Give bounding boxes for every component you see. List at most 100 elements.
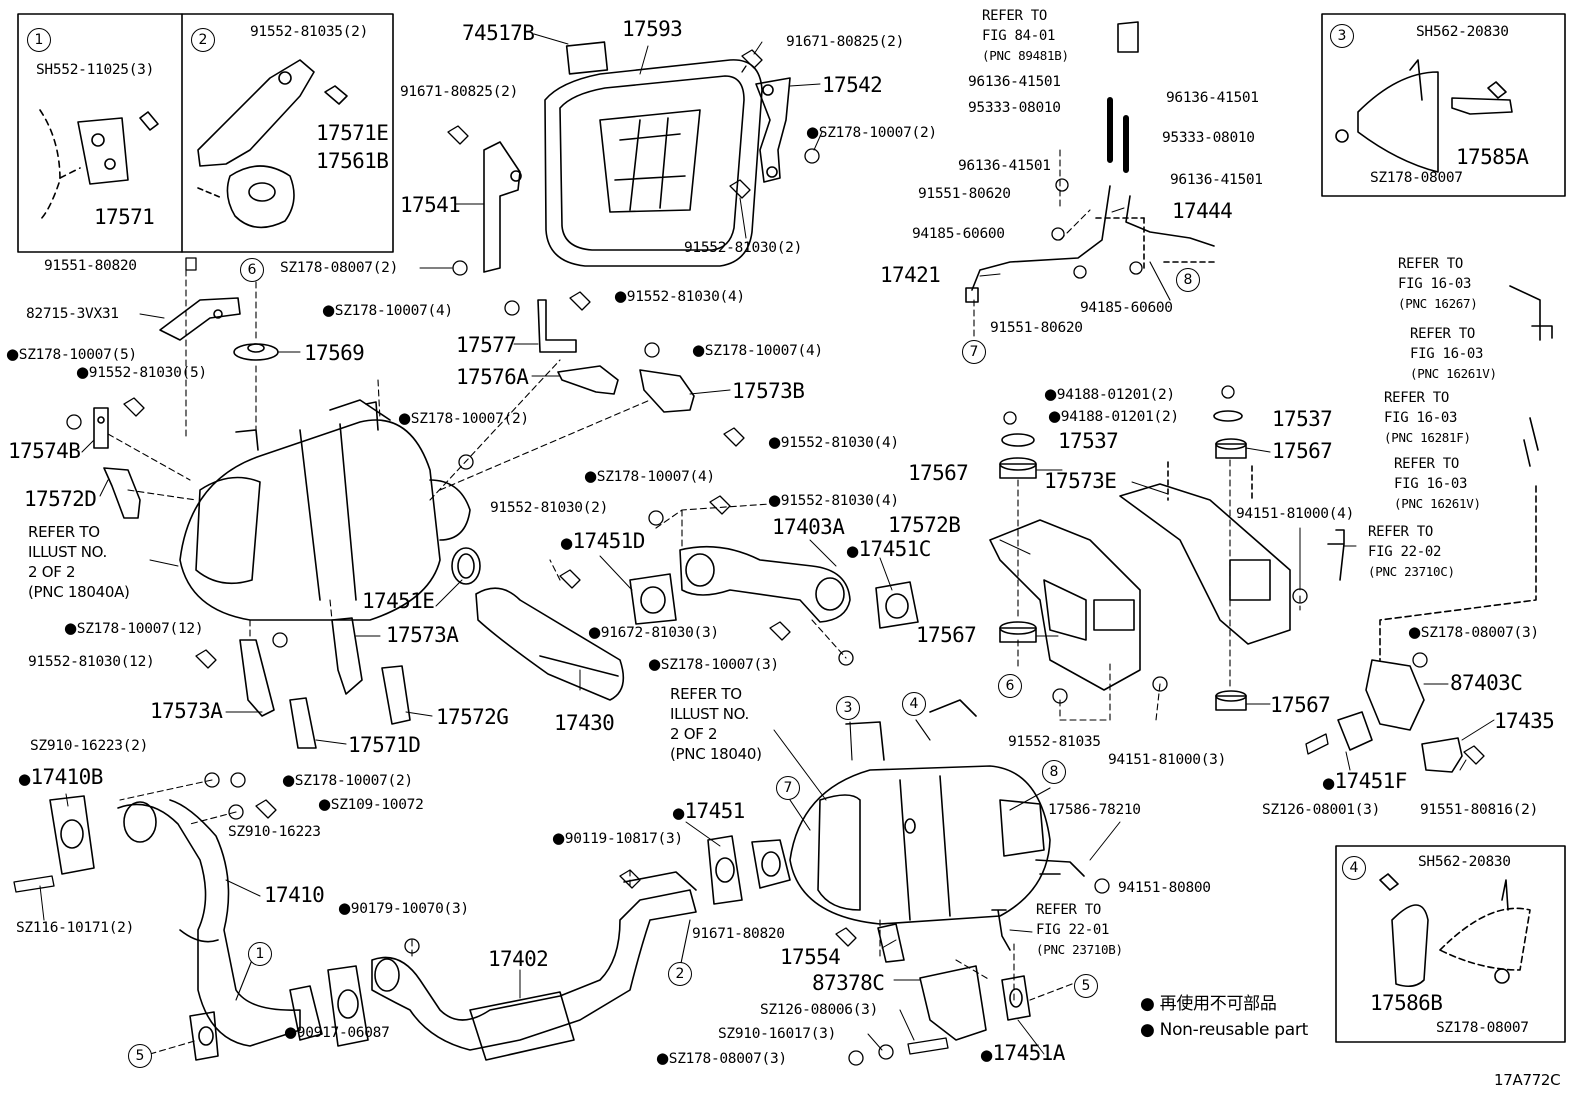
part-label[interactable]: 17573B: [732, 379, 805, 403]
part-label[interactable]: 95333-08010: [968, 100, 1061, 116]
part-label[interactable]: 94151-81000(3): [1108, 752, 1227, 768]
part-label[interactable]: 94188-01201(2): [1060, 409, 1179, 425]
part-label[interactable]: 17542: [822, 73, 883, 97]
part-label[interactable]: SZ178-10007(4): [596, 469, 715, 485]
part-label[interactable]: 17572B: [888, 513, 961, 537]
part-label[interactable]: SZ178-08007(2): [280, 260, 399, 276]
part-label[interactable]: 17554: [780, 945, 841, 969]
part-label[interactable]: SH562-20830: [1418, 854, 1511, 870]
part-label[interactable]: SZ910-16223(2): [30, 738, 149, 754]
part-label[interactable]: 17577: [456, 333, 517, 357]
part-label[interactable]: SZ910-16223: [228, 824, 321, 840]
part-label[interactable]: SZ910-16017(3): [718, 1026, 837, 1042]
part-label[interactable]: 91552-81035(2): [250, 24, 369, 40]
part-label[interactable]: 94151-80800: [1118, 880, 1211, 896]
part-label[interactable]: 17573A: [386, 623, 459, 647]
part-label[interactable]: 90917-06087: [296, 1025, 390, 1041]
part-label[interactable]: SZ178-08007(3): [668, 1051, 787, 1067]
part-label[interactable]: 17430: [554, 711, 615, 735]
part-label[interactable]: SZ178-10007(4): [334, 303, 453, 319]
part-label[interactable]: SZ126-08006(3): [760, 1002, 879, 1018]
part-label[interactable]: 17421: [880, 263, 941, 287]
part-label[interactable]: 91552-81035: [1008, 734, 1101, 750]
part-label[interactable]: 17586B: [1370, 991, 1443, 1015]
part-label[interactable]: 17444: [1172, 199, 1233, 223]
part-label[interactable]: 17537: [1272, 407, 1333, 431]
part-label[interactable]: 94188-01201(2): [1056, 387, 1175, 403]
part-label[interactable]: SZ178-10007(3): [660, 657, 779, 673]
part-label[interactable]: 91552-81030(4): [780, 493, 899, 509]
part-label[interactable]: 17593: [622, 17, 683, 41]
part-label[interactable]: 17451A: [992, 1041, 1066, 1065]
part-label[interactable]: 17571E: [316, 121, 389, 145]
part-label[interactable]: 96136-41501: [1166, 90, 1259, 106]
part-label[interactable]: 17569: [304, 341, 365, 365]
part-label[interactable]: 17567: [1270, 693, 1331, 717]
part-label[interactable]: 17451E: [362, 589, 435, 613]
part-label[interactable]: 91552-81030(12): [28, 654, 155, 670]
part-label[interactable]: 17567: [916, 623, 977, 647]
part-label[interactable]: 94185-60600: [1080, 300, 1173, 316]
part-label[interactable]: 74517B: [462, 21, 535, 45]
part-label[interactable]: 95333-08010: [1162, 130, 1255, 146]
part-label[interactable]: 17402: [488, 947, 549, 971]
part-label[interactable]: 87403C: [1450, 671, 1523, 695]
part-label[interactable]: 91552-81030(2): [490, 500, 609, 516]
part-label[interactable]: 17585A: [1456, 145, 1529, 169]
part-label[interactable]: SZ178-10007(4): [704, 343, 823, 359]
part-label[interactable]: 17451: [684, 799, 746, 823]
part-label[interactable]: SZ178-10007(5): [18, 347, 137, 363]
part-label[interactable]: 17573E: [1044, 469, 1117, 493]
part-label[interactable]: 96136-41501: [958, 158, 1051, 174]
part-label[interactable]: 17541: [400, 193, 461, 217]
part-label[interactable]: 17567: [1272, 439, 1333, 463]
part-label[interactable]: SH562-20830: [1416, 24, 1509, 40]
part-label[interactable]: SZ116-10171(2): [16, 920, 135, 936]
part-label[interactable]: 17451D: [572, 529, 646, 553]
part-label[interactable]: 91552-81030(5): [88, 365, 207, 381]
part-label[interactable]: 17574B: [8, 439, 81, 463]
part-label[interactable]: 17567: [908, 461, 969, 485]
part-label[interactable]: 87378C: [812, 971, 885, 995]
part-label[interactable]: 90179-10070(3): [350, 901, 469, 917]
part-label[interactable]: 17537: [1058, 429, 1119, 453]
part-label[interactable]: SZ109-10072: [330, 797, 424, 813]
part-label[interactable]: SZ178-10007(12): [76, 621, 204, 637]
part-label[interactable]: 17410B: [30, 765, 104, 789]
part-label[interactable]: 91552-81030(4): [780, 435, 899, 451]
part-label[interactable]: SZ178-08007: [1370, 170, 1463, 186]
part-label[interactable]: 17572D: [24, 487, 97, 511]
part-label[interactable]: 17435: [1494, 709, 1555, 733]
part-label[interactable]: 91671-80825(2): [786, 34, 905, 50]
part-label[interactable]: 90119-10817(3): [564, 831, 683, 847]
part-label[interactable]: 91551-80620: [990, 320, 1083, 336]
part-label[interactable]: 17573A: [150, 699, 223, 723]
part-label[interactable]: 91551-80620: [918, 186, 1011, 202]
part-label[interactable]: 91671-80820: [692, 926, 785, 942]
part-label[interactable]: 91671-80825(2): [400, 84, 519, 100]
part-label[interactable]: 17576A: [456, 365, 529, 389]
part-label[interactable]: 91551-80816(2): [1420, 802, 1539, 818]
part-label[interactable]: SH552-11025(3): [36, 62, 155, 78]
part-label[interactable]: 17451F: [1334, 769, 1408, 793]
part-label[interactable]: 94151-81000(4): [1236, 506, 1355, 522]
part-label[interactable]: 94185-60600: [912, 226, 1005, 242]
part-label[interactable]: 17571D: [348, 733, 421, 757]
part-label[interactable]: SZ126-08001(3): [1262, 802, 1381, 818]
part-label[interactable]: 17572G: [436, 705, 509, 729]
part-label[interactable]: SZ178-08007(3): [1420, 625, 1539, 641]
part-label[interactable]: 91551-80820: [44, 258, 137, 274]
part-label[interactable]: 91552-81030(2): [684, 240, 803, 256]
part-label[interactable]: SZ178-10007(2): [294, 773, 413, 789]
part-label[interactable]: 17410: [264, 883, 325, 907]
part-label[interactable]: 96136-41501: [1170, 172, 1263, 188]
part-label[interactable]: SZ178-08007: [1436, 1020, 1529, 1036]
